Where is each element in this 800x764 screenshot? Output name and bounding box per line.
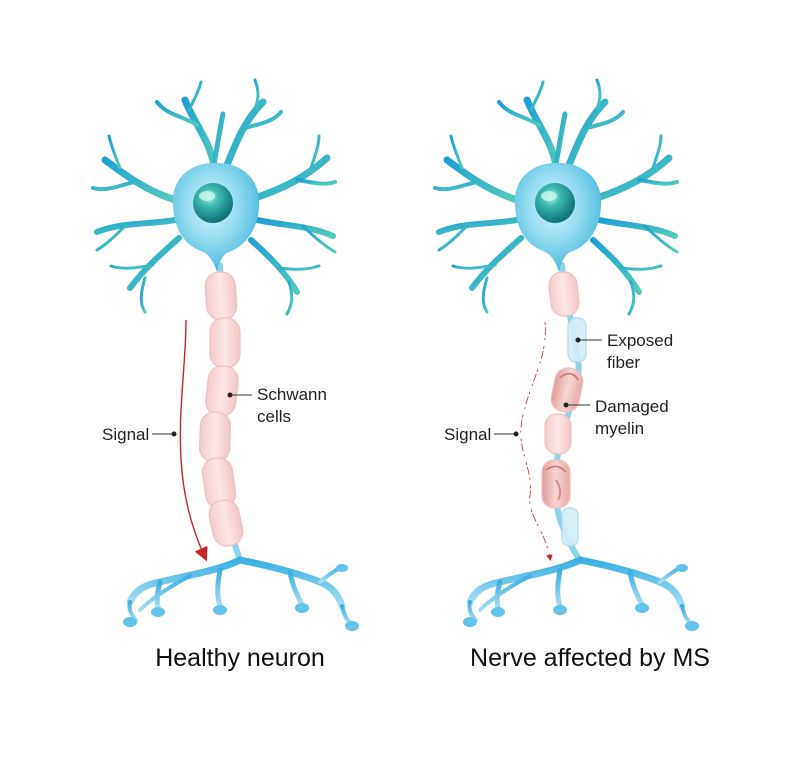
- healthy-neuron-title: Healthy neuron: [155, 644, 325, 672]
- damaged-myelin-gap: [555, 479, 562, 501]
- ms-signal-dot: [513, 431, 519, 437]
- myelin-segment: [199, 411, 231, 463]
- healthy-signal-arrow: [179, 319, 208, 562]
- ms-myelin-sheath: [541, 271, 587, 547]
- myelin-segment: [204, 271, 238, 321]
- myelin-segment: [548, 271, 580, 317]
- myelin-segment: [205, 365, 239, 417]
- healthy-signal-dot: [171, 431, 177, 437]
- ms-signal-arrow: [520, 321, 553, 562]
- damaged-label-line1: Damaged: [595, 397, 669, 416]
- exposed-fiber-segment: [561, 507, 579, 547]
- healthy-axon-terminal: [123, 560, 359, 631]
- schwann-dot: [227, 392, 233, 398]
- damaged-myelin-segment: [541, 459, 571, 509]
- damaged-label-line2: myelin: [595, 419, 644, 438]
- damaged-myelin-segment: [550, 367, 584, 413]
- myelin-segment: [544, 413, 572, 455]
- ms-neuron-title: Nerve affected by MS: [470, 644, 710, 672]
- ms-axon-terminal: [463, 560, 699, 631]
- schwann-label-line1: Schwann: [257, 385, 327, 404]
- damaged-dot: [563, 402, 569, 408]
- exposed-label-line2: fiber: [607, 353, 640, 372]
- exposed-dot: [575, 337, 581, 343]
- ms-neuron: Signal Exposed fiber Damaged myelin Nerv…: [435, 80, 710, 672]
- ms-signal-label: Signal: [444, 425, 491, 444]
- healthy-neuron: Signal Schwann cells Healthy neuron: [93, 80, 359, 672]
- exposed-label-line1: Exposed: [607, 331, 673, 350]
- schwann-label-line2: cells: [257, 407, 291, 426]
- healthy-myelin-sheath: [199, 271, 244, 547]
- damaged-myelin-tear: [545, 465, 567, 473]
- myelin-segment: [208, 499, 244, 547]
- damaged-myelin-tear: [559, 373, 579, 381]
- healthy-signal-label: Signal: [102, 425, 149, 444]
- myelin-segment: [209, 317, 241, 369]
